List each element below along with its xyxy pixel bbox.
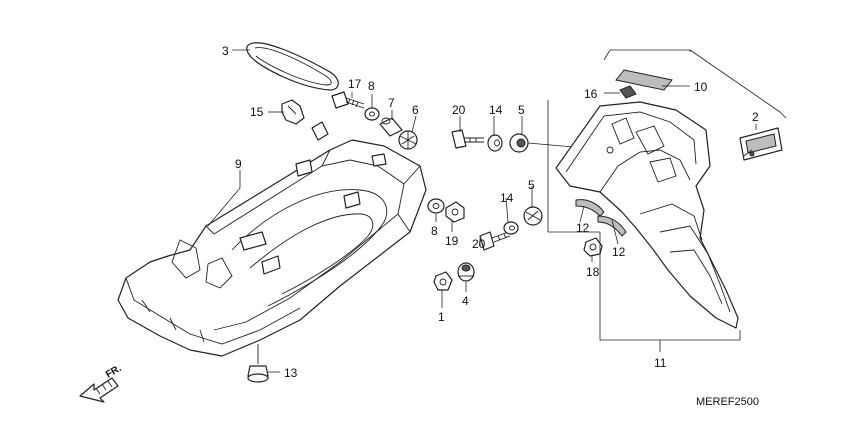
callout-7: 7	[388, 96, 395, 110]
callout-16: 16	[584, 87, 598, 101]
part-14-collar-lower	[503, 221, 519, 235]
part-5-grommet-lower	[523, 206, 543, 226]
part-14-collar-upper	[487, 134, 503, 152]
front-direction-arrow: FR.	[79, 363, 124, 403]
part-11-rear-fender	[555, 101, 739, 329]
part-20-bolt-lower	[479, 231, 511, 251]
callout-15: 15	[250, 105, 264, 119]
part-4-grommet	[457, 262, 475, 282]
part-3-strap	[246, 42, 339, 91]
part-7-collar	[379, 117, 403, 137]
callout-20-upper: 20	[452, 103, 466, 117]
part-2-reflector	[739, 127, 783, 161]
callout-6: 6	[412, 103, 419, 117]
callout-5-upper: 5	[518, 103, 525, 117]
callout-11: 11	[654, 356, 667, 370]
part-15-clip	[281, 99, 305, 125]
part-19-nut	[445, 201, 465, 223]
part-17-bolt	[331, 91, 365, 109]
callout-10: 10	[694, 80, 708, 94]
callout-3: 3	[222, 44, 229, 58]
callout-4: 4	[462, 294, 469, 308]
part-12-strips	[575, 199, 627, 237]
part-1-cap	[433, 271, 453, 291]
callout-8: 8	[368, 79, 375, 93]
direction-label: FR.	[104, 363, 124, 381]
part-6-grommet	[398, 130, 418, 150]
callout-2: 2	[752, 110, 759, 124]
callout-14-lower: 14	[500, 191, 514, 205]
part-9-inner-fender	[117, 121, 427, 357]
callout-19: 19	[445, 234, 459, 248]
part-18-nut	[583, 237, 603, 257]
part-5-grommet-upper	[509, 133, 609, 153]
callout-8-lower: 8	[431, 224, 438, 238]
callout-12-right: 12	[612, 245, 626, 259]
callout-13: 13	[284, 366, 298, 380]
callout-17: 17	[348, 77, 362, 91]
part-8-washer-top	[364, 107, 380, 121]
part-20-bolt-upper	[451, 129, 484, 149]
part-16-clip	[619, 85, 637, 99]
callout-12-left: 12	[576, 221, 590, 235]
callout-9: 9	[235, 157, 242, 171]
callout-5-lower: 5	[528, 178, 535, 192]
part-13-bolt	[247, 344, 269, 383]
callout-14-upper: 14	[489, 103, 503, 117]
diagram-code: MEREF2500	[696, 396, 759, 408]
callout-1: 1	[438, 310, 445, 324]
callout-18: 18	[586, 265, 600, 279]
part-10-pad	[615, 69, 673, 91]
callout-20-lower: 20	[472, 237, 486, 251]
part-8-washer-lower	[427, 198, 445, 214]
